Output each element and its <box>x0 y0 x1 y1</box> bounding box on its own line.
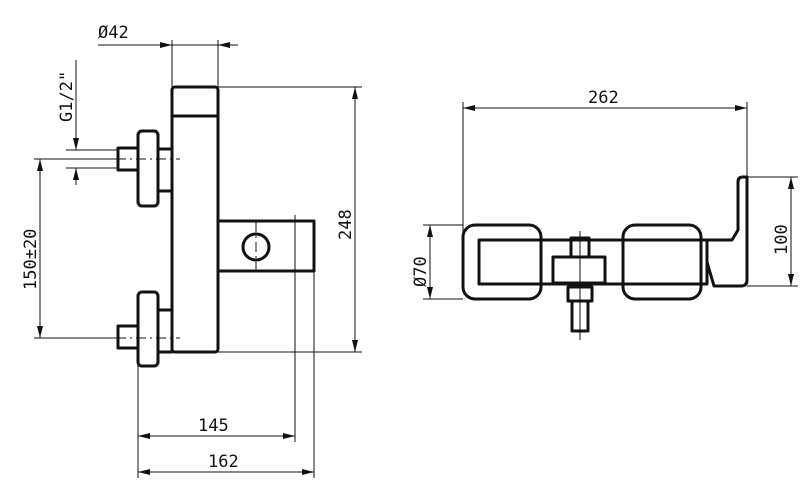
left-knob <box>461 223 543 301</box>
dim-outlet-center: 145 <box>137 215 296 478</box>
dim-label-spout-height: 100 <box>772 224 792 255</box>
dim-label-outlet-center: 145 <box>198 416 229 436</box>
front-view <box>76 85 316 368</box>
dim-centers: 150±20 <box>21 158 118 339</box>
dim-width: 262 <box>462 88 748 232</box>
right-knob <box>621 223 703 301</box>
mixer-body <box>170 85 220 354</box>
dim-spout-height: 100 <box>747 176 798 287</box>
dim-label-width: 262 <box>588 88 619 108</box>
dim-knob-diameter: Ø70 <box>411 224 463 300</box>
top-body <box>477 238 709 286</box>
top-view <box>461 175 749 340</box>
dim-height: 248 <box>218 86 362 353</box>
dim-thread: G1/2" <box>57 60 118 185</box>
dim-projection: 162 <box>138 271 315 478</box>
upper-connector <box>116 129 174 208</box>
dim-label-thread: G1/2" <box>57 71 77 122</box>
diverter-knob <box>241 232 271 262</box>
dim-label-projection: 162 <box>208 452 239 472</box>
dim-label-centers: 150±20 <box>21 229 41 290</box>
dim-label-knob-diameter: Ø70 <box>411 256 431 287</box>
dim-label-height: 248 <box>336 209 356 240</box>
lower-connector <box>116 290 174 368</box>
top-spout <box>705 175 749 288</box>
top-diverter-plate <box>551 255 607 285</box>
dim-body-diameter: Ø42 <box>98 23 238 87</box>
dim-label-body-diameter: Ø42 <box>98 23 129 43</box>
spout <box>216 219 316 273</box>
